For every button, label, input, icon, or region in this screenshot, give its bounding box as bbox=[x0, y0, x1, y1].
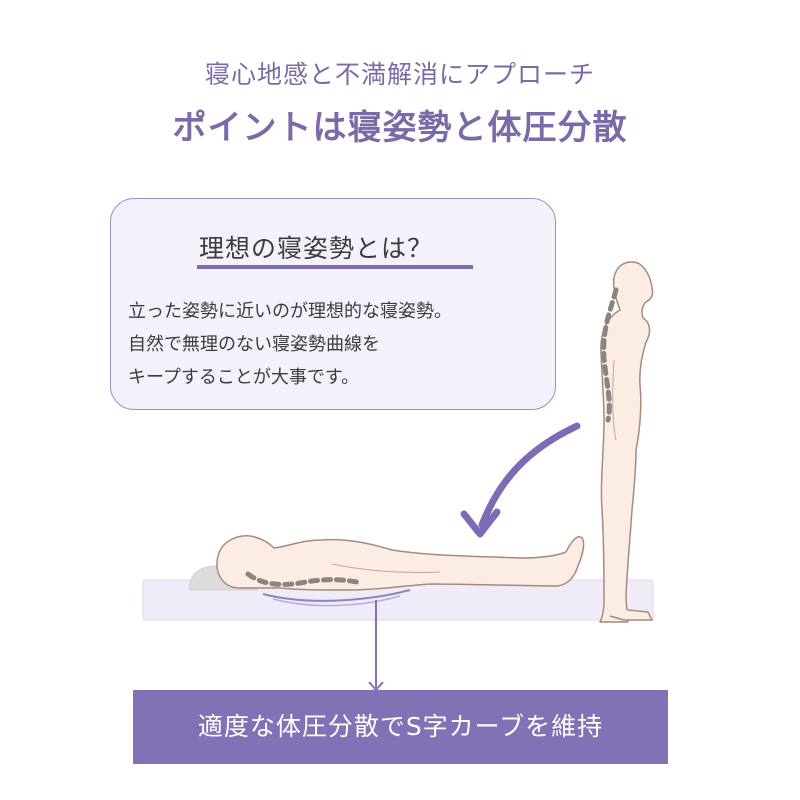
curved-arrow-icon bbox=[460, 422, 581, 538]
lying-figure-icon bbox=[216, 535, 585, 607]
headline-title: ポイントは寝姿勢と体圧分散 bbox=[172, 108, 628, 148]
standing-figure-icon bbox=[599, 261, 654, 623]
ideal-posture-callout: 理想の寝姿勢とは？ 立った姿勢に近いのが理想的な寝姿勢。 自然で無理のない寝姿勢… bbox=[110, 198, 556, 410]
headline-subtitle: 寝心地感と不満解消にアプローチ bbox=[204, 60, 595, 89]
banner-text: 適度な体圧分散でS字カーブを維持 bbox=[197, 712, 604, 741]
callout-heading: 理想の寝姿勢とは？ bbox=[199, 234, 434, 263]
spine-dots-standing bbox=[601, 287, 619, 423]
callout-body: 立った姿勢に近いのが理想的な寝姿勢。 自然で無理のない寝姿勢曲線を キープするこ… bbox=[128, 295, 558, 394]
spine-dots-lying bbox=[245, 571, 365, 587]
dispersion-banner: 適度な体圧分散でS字カーブを維持 bbox=[133, 690, 668, 764]
callout-line: 立った姿勢に近いのが理想的な寝姿勢。 bbox=[128, 301, 452, 322]
callout-line: 自然で無理のない寝姿勢曲線を bbox=[128, 334, 380, 355]
callout-line: キープすることが大事です。 bbox=[128, 367, 360, 388]
support-curve bbox=[262, 589, 411, 602]
callout-heading-underline bbox=[197, 265, 473, 269]
